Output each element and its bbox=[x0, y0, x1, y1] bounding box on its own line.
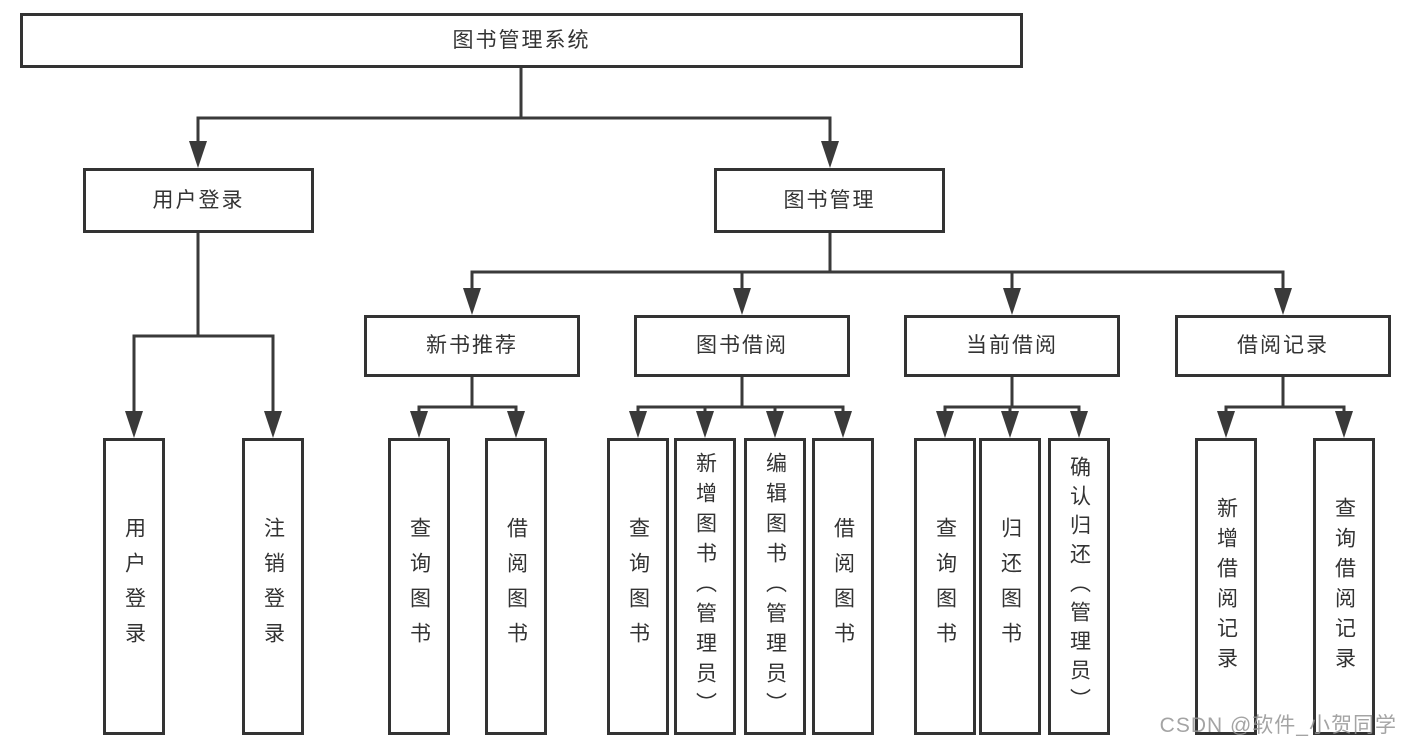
node-new-book-recommendation: 新书推荐 bbox=[364, 315, 580, 377]
leaf-return-books: 归还图书 bbox=[979, 438, 1041, 735]
node-book-borrowing: 图书借阅 bbox=[634, 315, 850, 377]
watermark: CSDN @软件_小贺同学 bbox=[1159, 714, 1397, 737]
leaf-edit-books-admin: 编辑图书（管理员） bbox=[744, 438, 806, 735]
node-label: 查询图书 bbox=[407, 516, 431, 657]
node-label: 注销登录 bbox=[261, 516, 285, 657]
node-label: 归还图书 bbox=[998, 516, 1022, 657]
node-label: 图书管理 bbox=[783, 188, 876, 212]
node-label: 图书管理系统 bbox=[452, 28, 591, 52]
node-label: 借阅图书 bbox=[504, 516, 528, 657]
leaf-confirm-return-admin: 确认归还（管理员） bbox=[1048, 438, 1110, 735]
node-label: 查询图书 bbox=[933, 516, 957, 657]
leaf-logout-login: 注销登录 bbox=[242, 438, 304, 735]
node-label: 新增图书（管理员） bbox=[693, 451, 717, 722]
leaf-query-books-recommend: 查询图书 bbox=[388, 438, 450, 735]
node-label: 当前借阅 bbox=[966, 334, 1058, 358]
leaf-add-borrow-record: 新增借阅记录 bbox=[1195, 438, 1257, 735]
node-label: 用户登录 bbox=[152, 188, 245, 212]
node-label: 确认归还（管理员） bbox=[1067, 456, 1091, 717]
leaf-user-login: 用户登录 bbox=[103, 438, 165, 735]
node-label: 编辑图书（管理员） bbox=[763, 451, 787, 722]
node-label: 新书推荐 bbox=[426, 334, 518, 358]
node-current-borrowing: 当前借阅 bbox=[904, 315, 1120, 377]
node-root: 图书管理系统 bbox=[20, 13, 1023, 68]
leaf-query-books-borrowing: 查询图书 bbox=[607, 438, 669, 735]
node-label: 借阅记录 bbox=[1237, 334, 1329, 358]
leaf-borrow-books-borrowing: 借阅图书 bbox=[812, 438, 874, 735]
node-label: 查询图书 bbox=[626, 516, 650, 657]
node-label: 查询借阅记录 bbox=[1332, 496, 1356, 677]
node-label: 借阅图书 bbox=[831, 516, 855, 657]
node-book-management: 图书管理 bbox=[714, 168, 945, 233]
node-label: 图书借阅 bbox=[696, 334, 788, 358]
leaf-query-books-current: 查询图书 bbox=[914, 438, 976, 735]
node-label: 用户登录 bbox=[122, 516, 146, 657]
node-label: 新增借阅记录 bbox=[1214, 496, 1238, 677]
leaf-query-borrow-record: 查询借阅记录 bbox=[1313, 438, 1375, 735]
node-user-login: 用户登录 bbox=[83, 168, 314, 233]
leaf-add-books-admin: 新增图书（管理员） bbox=[674, 438, 736, 735]
leaf-borrow-books-recommend: 借阅图书 bbox=[485, 438, 547, 735]
node-borrowing-records: 借阅记录 bbox=[1175, 315, 1391, 377]
